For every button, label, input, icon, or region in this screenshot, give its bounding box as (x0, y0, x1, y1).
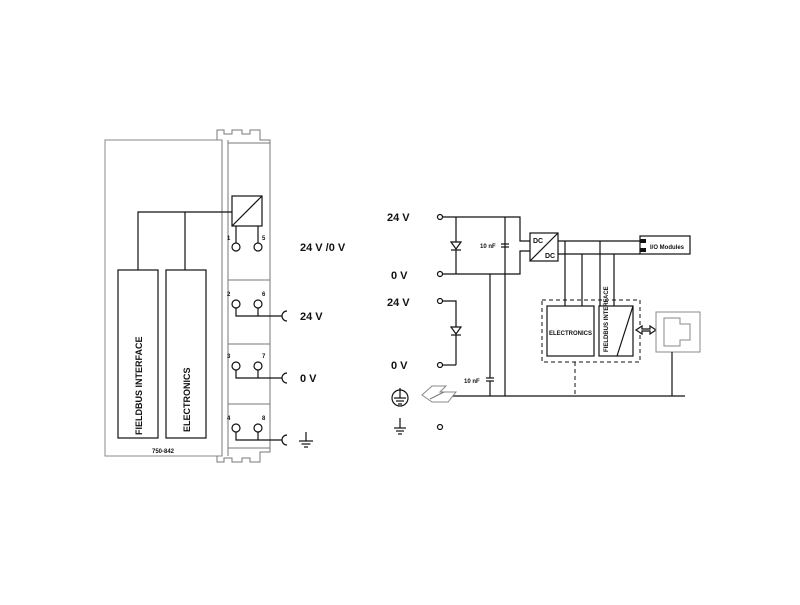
io-modules-label: I/O Modules (650, 245, 685, 251)
ground-icon (394, 418, 406, 435)
input-terminal-24v-2 (436, 297, 444, 305)
capacitor-icon (501, 243, 509, 248)
input-terminal-0v (436, 270, 444, 278)
schematic-24v-top: 24 V (387, 212, 410, 224)
label-24v: 24 V (300, 311, 323, 323)
connector-arc-0v (281, 372, 288, 384)
terminal-6 (253, 299, 263, 309)
din-rail-icon (421, 385, 458, 403)
terminal-row-1: 1 5 24 V /0 V (227, 226, 346, 254)
ground-icon (299, 432, 313, 448)
electronics-label: ELECTRONICS (182, 367, 192, 432)
cap-top-label: 10 nF (480, 244, 496, 250)
terminal-5 (253, 242, 263, 252)
label-24v-0v: 24 V /0 V (300, 242, 346, 254)
diode-icon (449, 217, 463, 274)
double-arrow-icon (634, 324, 658, 336)
terminal-6-label: 6 (262, 292, 266, 298)
electronics-box (546, 305, 595, 357)
fieldbus-interface-box (598, 305, 634, 357)
terminal-3 (231, 361, 241, 371)
module-blocks: FIELDBUS INTERFACE ELECTRONICS (117, 195, 263, 439)
electronics-block (165, 269, 207, 439)
wire-24v-2 (443, 300, 457, 327)
label-0v: 0 V (300, 373, 317, 385)
dc-out-label: DC (545, 253, 555, 260)
terminal-row-4: 4 8 (227, 416, 313, 448)
io-modules-box (639, 235, 691, 255)
rail-0v (443, 250, 530, 275)
wire-fieldbus-to-converter (137, 211, 232, 270)
input-terminal-ground (436, 423, 444, 431)
schematic: 24 V 0 V 24 V 0 V 10 nF (387, 212, 701, 435)
terminal-1 (231, 242, 241, 252)
schematic-0v-top: 0 V (391, 270, 408, 282)
capacitor-icon (486, 377, 494, 382)
terminal-8-label: 8 (262, 416, 266, 422)
fieldbus-interface-label: FIELDBUS INTERFACE (134, 336, 144, 435)
input-terminal-0v-2 (436, 361, 444, 369)
terminal-5-label: 5 (262, 236, 266, 242)
rail-24v (443, 216, 530, 242)
schematic-24v-bottom: 24 V (387, 297, 410, 309)
terminal-7-label: 7 (262, 354, 266, 360)
input-terminal-24v (436, 213, 444, 221)
dc-in-label: DC (533, 238, 543, 245)
module-rail (216, 129, 271, 463)
fieldbus-interface-box-label: FIELDBUS INTERFACE (604, 286, 610, 352)
terminal-3-label: 3 (227, 354, 231, 360)
connector-arc-ground (281, 434, 288, 446)
terminal-7 (253, 361, 263, 371)
cap-bottom-label: 10 nF (464, 379, 480, 385)
schematic-0v-bottom: 0 V (391, 360, 408, 372)
terminal-2-label: 2 (227, 292, 231, 298)
electronics-box-label: ELECTRONICS (549, 331, 592, 337)
part-number: 750-842 (152, 449, 175, 455)
diode-icon (449, 326, 463, 365)
connector-plug-icon (663, 317, 691, 347)
terminal-8 (253, 423, 263, 433)
terminal-2 (231, 299, 241, 309)
terminal-4-label: 4 (227, 416, 231, 422)
connector-arc-24v (281, 310, 288, 322)
terminal-4 (231, 423, 241, 433)
terminal-1-label: 1 (227, 236, 231, 242)
protective-earth-icon (391, 388, 409, 407)
terminal-row-2: 2 6 24 V (227, 292, 323, 323)
terminal-row-3: 3 7 0 V (227, 354, 317, 385)
converter-diagonal (231, 195, 263, 227)
